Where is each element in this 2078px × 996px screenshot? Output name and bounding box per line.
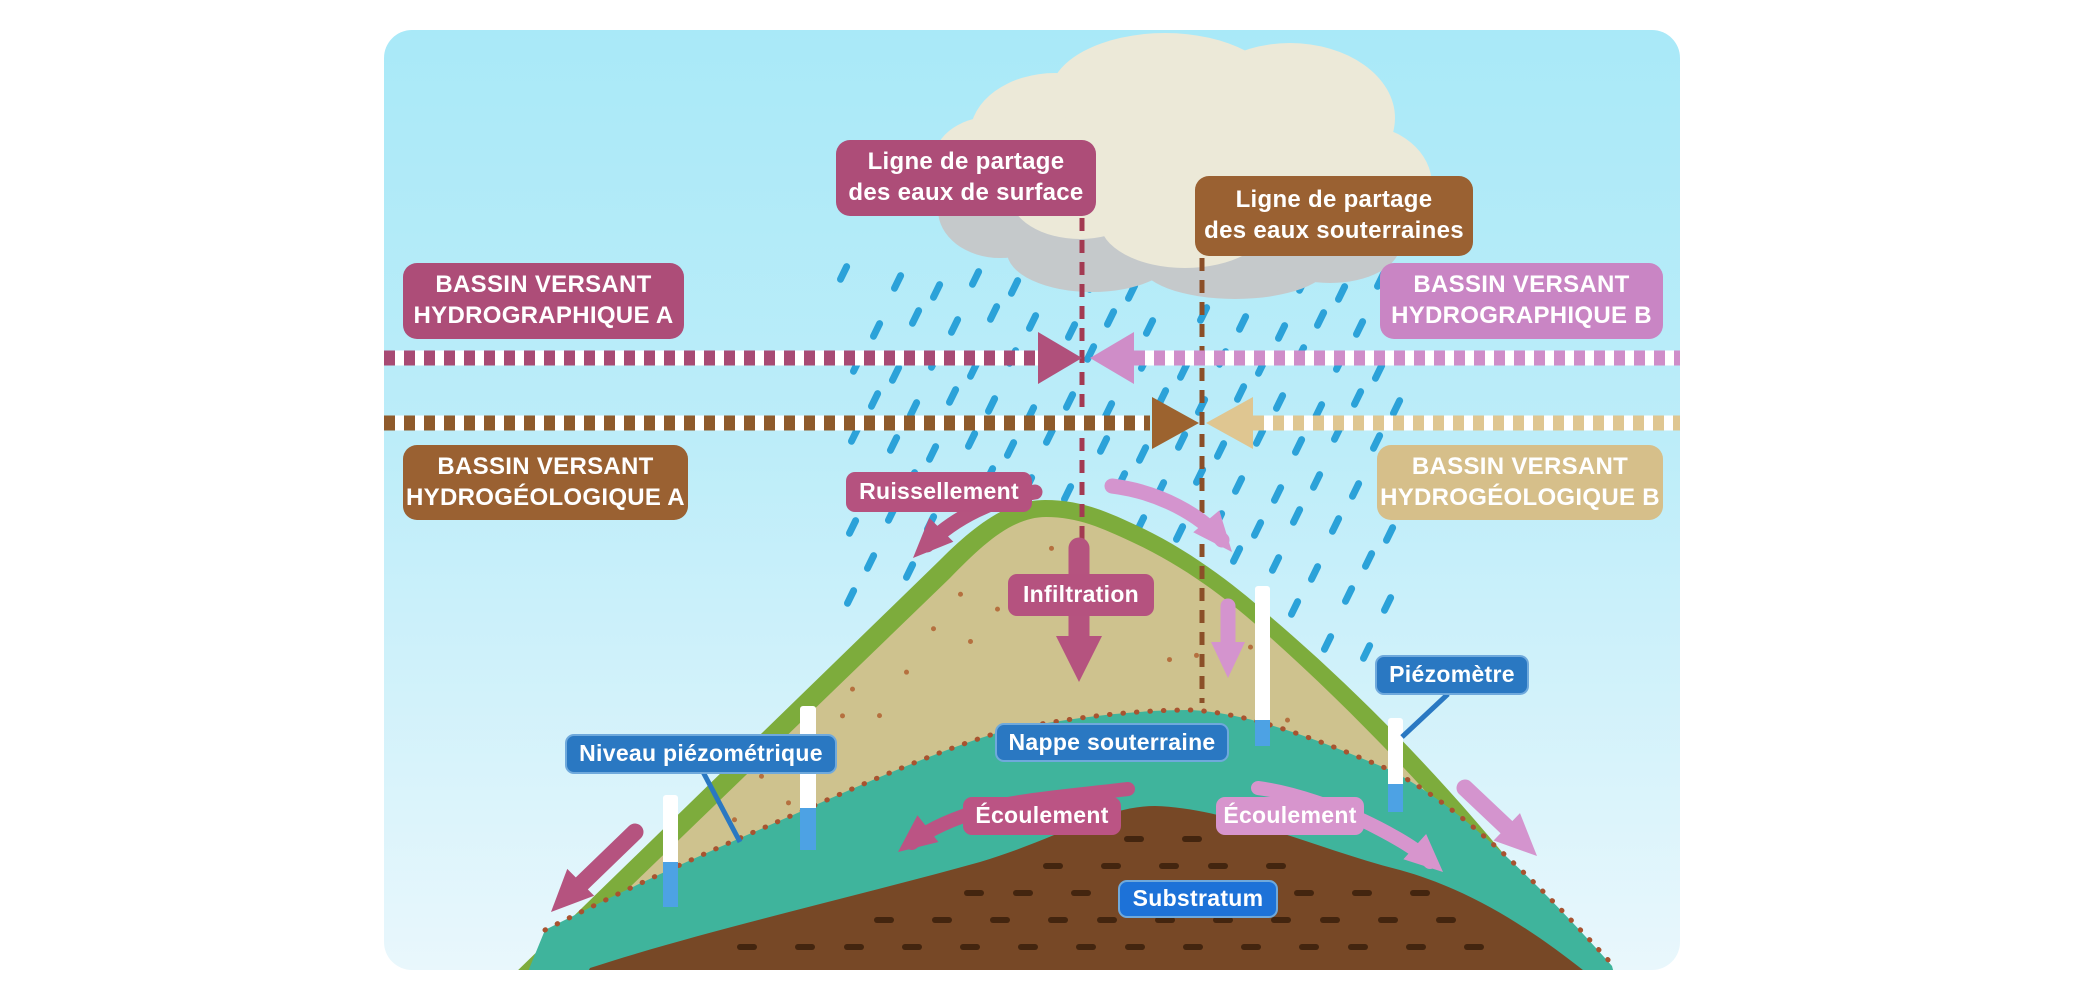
label-ecoulement-droite: Écoulement bbox=[1216, 797, 1364, 835]
basin-extent-bars bbox=[384, 332, 1680, 449]
label-substratum: Substratum bbox=[1118, 880, 1278, 918]
label-ecoulement-gauche: Écoulement bbox=[963, 797, 1121, 835]
label-piezometre: Piézomètre bbox=[1375, 655, 1529, 695]
ground-basin-b-arrowhead bbox=[1206, 397, 1253, 449]
label-niveau-piezometrique: Niveau piézométrique bbox=[565, 734, 837, 774]
label-bassin-versant-hydrogeologique-a: BASSIN VERSANT HYDROGÉOLOGIQUE A bbox=[403, 445, 688, 520]
substratum-hatching bbox=[737, 836, 1484, 950]
niveau-pointer-line bbox=[699, 768, 743, 844]
outflow-arrow-left bbox=[566, 823, 644, 899]
ground-basin-a-arrowhead bbox=[1152, 397, 1199, 449]
label-bassin-versant-hydrogeologique-b: BASSIN VERSANT HYDROGÉOLOGIQUE B bbox=[1377, 445, 1663, 520]
label-nappe-souterraine: Nappe souterraine bbox=[995, 723, 1229, 762]
label-bassin-versant-hydrographique-a: BASSIN VERSANT HYDROGRAPHIQUE A bbox=[403, 263, 684, 339]
surface-basin-b-arrowhead bbox=[1090, 332, 1134, 384]
piezometric-level-dotted-line bbox=[542, 707, 1613, 965]
surface-basin-a-arrowhead bbox=[1038, 332, 1082, 384]
label-bassin-versant-hydrographique-b: BASSIN VERSANT HYDROGRAPHIQUE B bbox=[1380, 263, 1663, 339]
label-ruissellement: Ruissellement bbox=[846, 472, 1032, 512]
label-infiltration: Infiltration bbox=[1008, 574, 1154, 616]
label-ligne-partage-eaux-souterraines: Ligne de partage des eaux souterraines bbox=[1195, 176, 1473, 256]
piezometre-pointer-line bbox=[1400, 692, 1450, 739]
label-ligne-partage-eaux-surface: Ligne de partage des eaux de surface bbox=[836, 140, 1096, 216]
substratum-layer bbox=[575, 806, 1592, 970]
